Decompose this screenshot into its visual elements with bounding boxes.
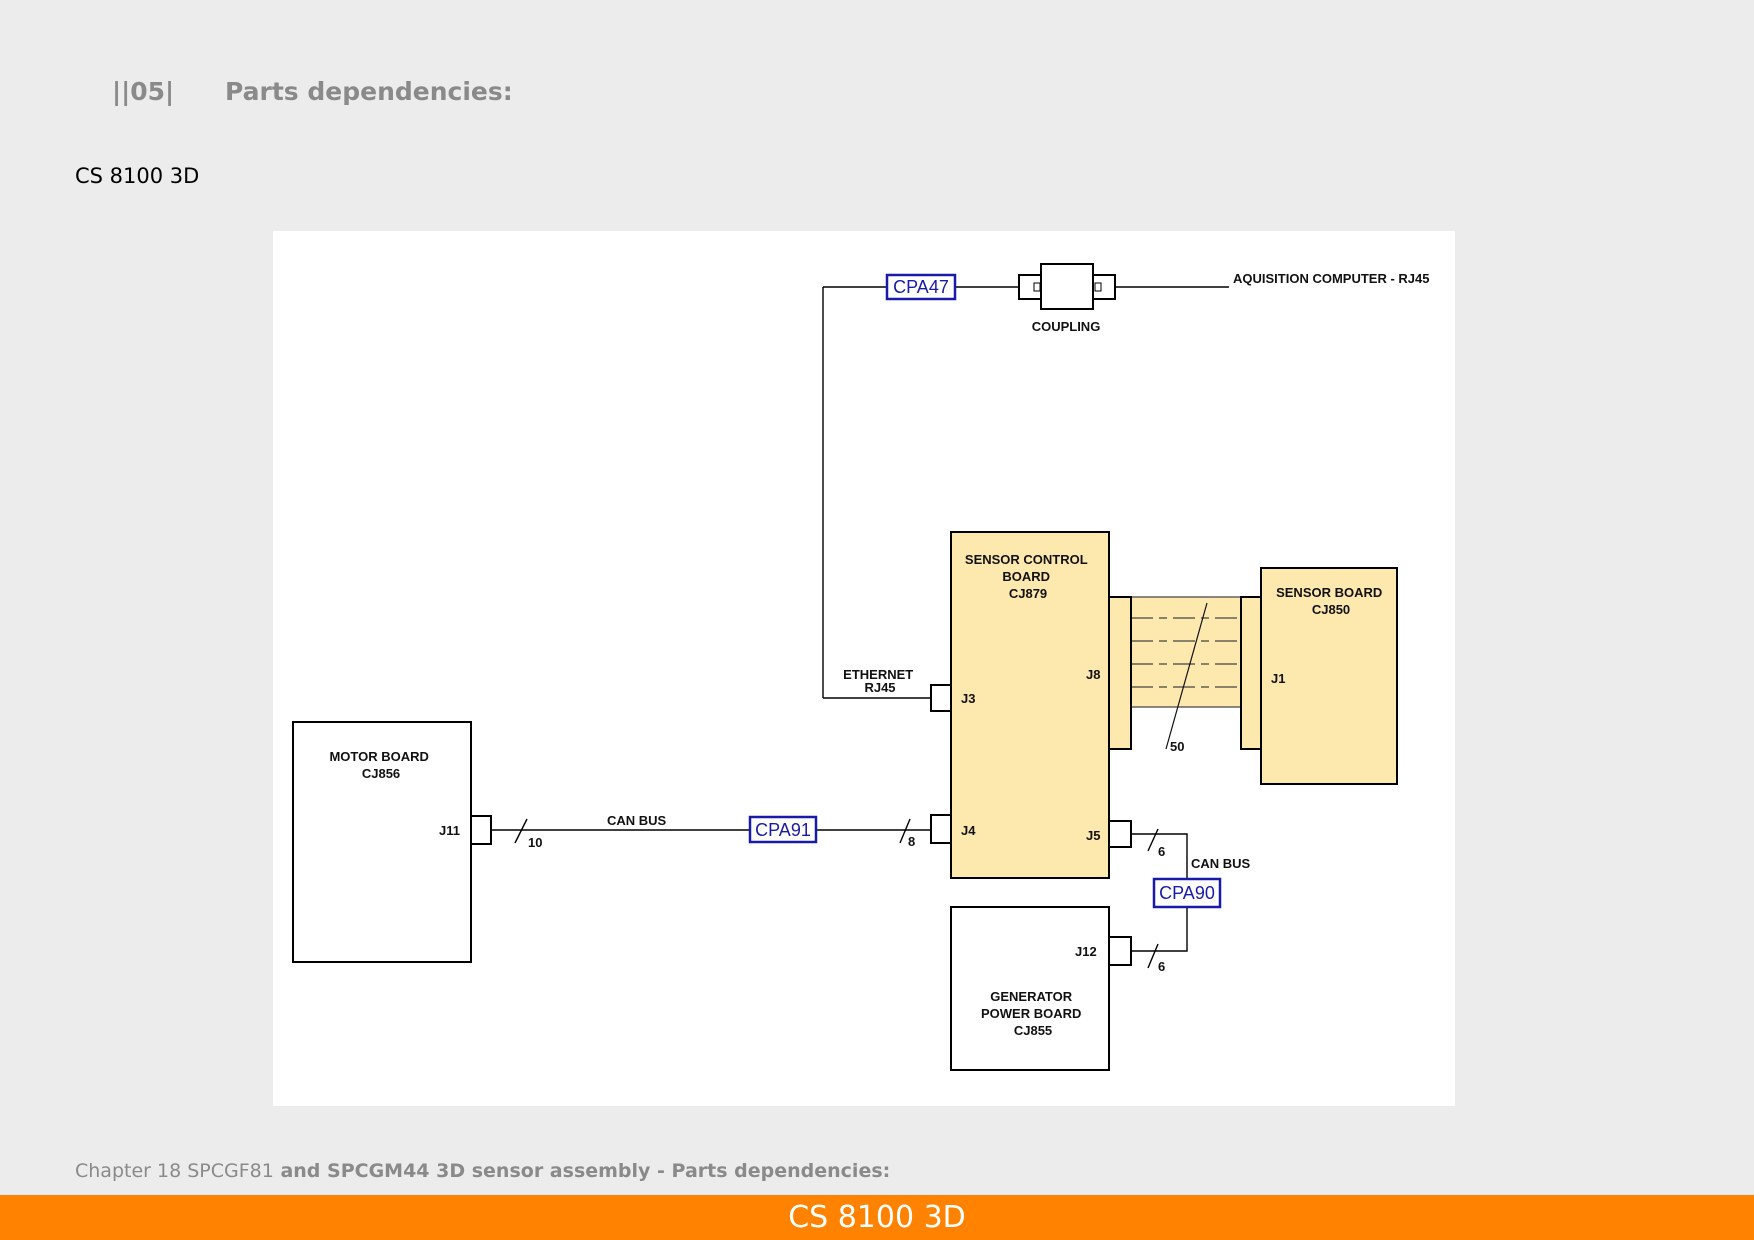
footer-caption: Chapter 18 SPCGF81 and SPCGM44 3D sensor… — [75, 1160, 890, 1182]
wire-6a-label: 6 — [1158, 844, 1165, 859]
footer-bar-text: CS 8100 3D — [788, 1200, 966, 1235]
ethernet-label: ETHERNET RJ45 — [843, 667, 917, 695]
j4-connector — [930, 814, 952, 844]
section-title: Parts dependencies: — [225, 76, 513, 106]
j11-label: J11 — [439, 823, 460, 838]
section-number: ||05| — [112, 76, 175, 106]
generator-power-board — [950, 906, 1110, 1071]
sensor-control-board-label: SENSOR CONTROL BOARD CJ879 — [965, 552, 1091, 601]
cpa47-box — [885, 273, 957, 301]
product-subtitle: CS 8100 3D — [75, 164, 200, 188]
can-bus-left-label: CAN BUS — [607, 813, 667, 828]
j3-connector — [930, 684, 952, 712]
j1-label: J1 — [1271, 671, 1285, 686]
footer-caption-bold: and SPCGM44 3D sensor assembly - Parts d… — [273, 1160, 891, 1182]
sensor-board — [1260, 567, 1398, 785]
j12-connector — [1108, 936, 1132, 966]
wire-50-label: 50 — [1170, 739, 1184, 754]
footer-caption-plain: Chapter 18 SPCGF81 — [75, 1160, 274, 1182]
section-header: ||05| Parts dependencies: — [112, 74, 513, 108]
ribbon-slash — [1165, 602, 1208, 750]
can-bus-left-lines — [491, 818, 931, 844]
wire-6b-label: 6 — [1158, 959, 1165, 974]
j11-connector — [470, 815, 492, 845]
j5-label: J5 — [1086, 828, 1100, 843]
can-bus-right-label: CAN BUS — [1191, 856, 1251, 871]
motor-board — [292, 721, 472, 963]
ribbon-cable — [1131, 597, 1243, 707]
sensor-board-label: SENSOR BOARD CJ850 — [1276, 585, 1386, 617]
j3-label: J3 — [961, 691, 975, 706]
footer-bar: CS 8100 3D — [0, 1195, 1754, 1240]
j12-label: J12 — [1075, 944, 1097, 959]
cpa91-label: CPA91 — [755, 820, 811, 840]
acquisition-computer-label: AQUISITION COMPUTER - RJ45 — [1233, 271, 1429, 286]
diagram-svg: CPA47 COUPLING AQUISITION COMPUTER - RJ4… — [292, 263, 1429, 1071]
coupling-connector — [1018, 263, 1116, 310]
cpa90-box — [1152, 877, 1222, 909]
wiring-diagram: CPA47 COUPLING AQUISITION COMPUTER - RJ4… — [273, 231, 1455, 1106]
j1-connector — [1240, 596, 1262, 750]
sensor-control-board — [950, 531, 1110, 879]
cpa90-label: CPA90 — [1159, 883, 1215, 903]
j4-label: J4 — [961, 823, 976, 838]
wire-8-label: 8 — [908, 834, 915, 849]
ribbon-wires — [1131, 617, 1243, 688]
generator-power-board-label: GENERATOR POWER BOARD CJ855 — [981, 989, 1085, 1038]
motor-board-label: MOTOR BOARD CJ856 — [329, 749, 432, 781]
coupling-label: COUPLING — [1032, 319, 1101, 334]
cpa91-box — [748, 815, 818, 844]
j5-connector — [1108, 820, 1132, 848]
can-bus-right-lines — [1131, 828, 1188, 969]
j8-connector — [1108, 596, 1132, 750]
wire-10-label: 10 — [528, 835, 542, 850]
cpa47-label: CPA47 — [893, 277, 949, 297]
j8-label: J8 — [1086, 667, 1100, 682]
